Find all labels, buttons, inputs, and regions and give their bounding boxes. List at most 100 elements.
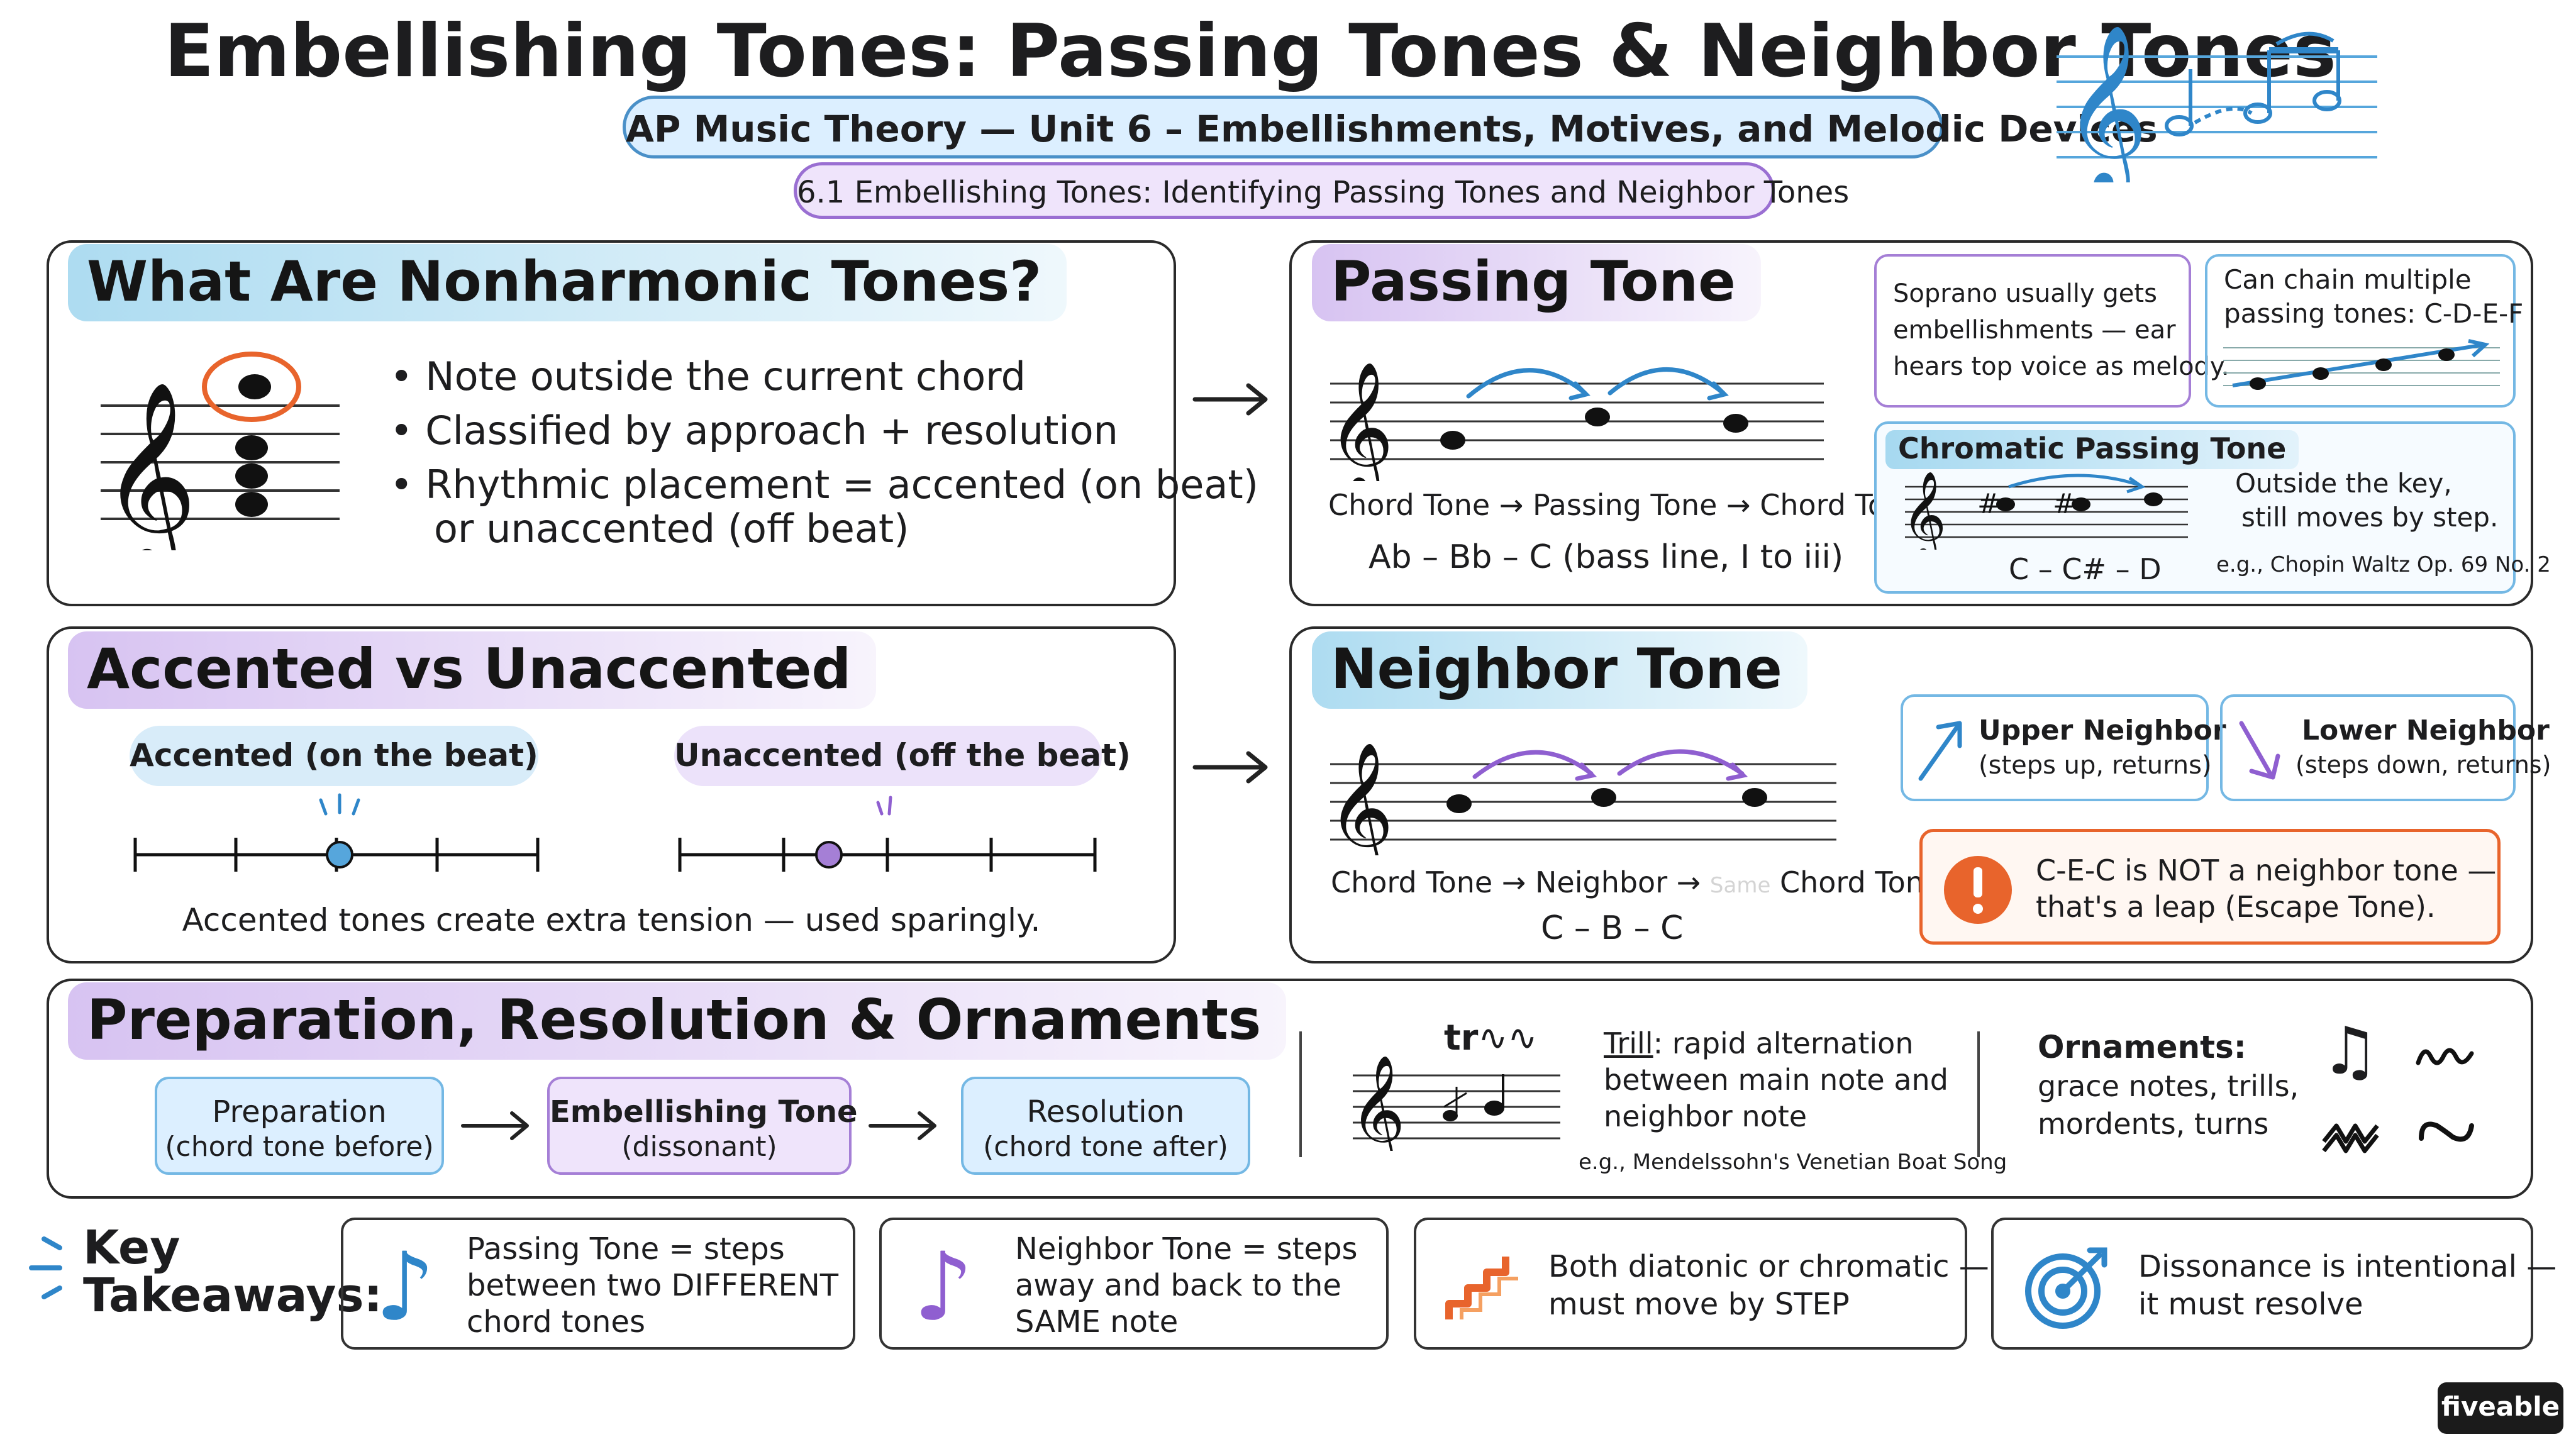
soprano-note-box: Soprano usually gets embellishments — ea…: [1874, 254, 2229, 408]
trill-mark: tr∿∿: [1444, 1018, 1538, 1058]
trill-example: e.g., Mendelssohn's Venetian Boat Song: [1579, 1150, 2007, 1175]
step-desc: (chord tone after): [983, 1131, 1228, 1163]
chain-line: Can chain multiple: [2224, 264, 2472, 295]
unaccented-label-pill: Unaccented (off the beat): [674, 726, 1131, 786]
upper-neighbor-desc: (steps up, returns): [1979, 751, 2212, 780]
bullet-item: • Classified by approach + resolution: [390, 408, 1118, 453]
neighbor-caption: Chord Tone → Neighbor → Same Chord Tone: [1331, 865, 1942, 899]
divider: [1299, 1031, 1302, 1157]
neighbor-heading: Neighbor Tone: [1312, 631, 1807, 709]
bullet-item: • Note outside the current chord: [390, 353, 1026, 399]
chromatic-desc: still moves by step.: [2241, 502, 2499, 533]
chain-line: passing tones: C-D-E-F: [2224, 298, 2524, 329]
arrow-up-right-icon: [1918, 721, 1962, 781]
takeaway-line: Both diatonic or chromatic —: [1548, 1249, 1989, 1284]
chromatic-label: Chromatic Passing Tone: [1885, 430, 2299, 469]
nonharmonic-heading: What Are Nonharmonic Tones?: [68, 244, 1067, 321]
stairs-icon: [1445, 1257, 1518, 1319]
eighth-notes-icon: ♫: [2321, 1013, 2380, 1089]
fiveable-logo: fiveable: [2438, 1382, 2563, 1434]
prep-panel: [47, 979, 2533, 1199]
trill-staff: 𝄞: [1350, 1055, 1560, 1151]
warning-card: C-E-C is NOT a neighbor tone — that's a …: [1919, 829, 2501, 945]
upper-neighbor-card: Upper Neighbor (steps up, returns): [1901, 694, 2226, 801]
lower-neighbor-title: Lower Neighbor: [2302, 714, 2550, 747]
step-title: Resolution: [1026, 1094, 1185, 1130]
soprano-line: embellishments — ear: [1893, 316, 2176, 345]
bullet-item: or unaccented (off beat): [434, 506, 909, 552]
step-desc: (chord tone before): [165, 1131, 434, 1163]
accented-beat-line: [133, 793, 540, 872]
arrow-right-icon: [869, 1111, 936, 1140]
takeaway-line: Passing Tone = steps: [467, 1231, 785, 1267]
lower-neighbor-card: Lower Neighbor (steps down, returns): [2220, 694, 2551, 801]
lower-neighbor-desc: (steps down, returns): [2296, 751, 2551, 779]
arrow-down-right-icon: [2239, 721, 2280, 780]
warning-line: C-E-C is NOT a neighbor tone —: [2036, 853, 2497, 887]
topic-pill: 6.1 Embellishing Tones: Identifying Pass…: [794, 162, 1850, 219]
step-title: Preparation: [212, 1094, 387, 1130]
treble-clef-notes-icon: 𝄞: [2057, 24, 2377, 182]
takeaway-line: Neighbor Tone = steps: [1015, 1231, 1358, 1267]
page-title: Embellishing Tones: Passing Tones & Neig…: [164, 9, 2336, 94]
exclamation-icon: [1944, 856, 2012, 924]
svg-text:𝄞: 𝄞: [1327, 361, 1394, 481]
topic-text: 6.1 Embellishing Tones: Identifying Pass…: [797, 175, 1850, 210]
chromatic-example: e.g., Chopin Waltz Op. 69 No. 2: [2216, 552, 2551, 577]
step-desc: (dissonant): [621, 1131, 777, 1163]
takeaway-card-resolve: Dissonance is intentional — it must reso…: [1991, 1218, 2557, 1350]
upper-neighbor-title: Upper Neighbor: [1979, 714, 2226, 747]
takeaway-line: Dissonance is intentional —: [2138, 1249, 2557, 1284]
passing-caption: Chord Tone → Passing Tone → Chord Tone: [1328, 488, 1922, 522]
passing-example: Ab – Bb – C (bass line, I to iii): [1368, 538, 1844, 576]
chromatic-notes: C – C# – D: [2009, 552, 2162, 586]
takeaways-label: Key Takeaways:: [83, 1221, 383, 1323]
subtitle-text: AP Music Theory — Unit 6 – Embellishment…: [626, 108, 2158, 150]
arrow-right-icon: [1192, 751, 1268, 784]
soprano-line: hears top voice as melody.: [1893, 352, 2229, 381]
svg-text:𝄞: 𝄞: [1350, 1055, 1406, 1151]
ornaments-title: Ornaments:: [2038, 1029, 2246, 1065]
takeaway-card-neighbor: ♪ Neighbor Tone = steps away and back to…: [879, 1218, 1389, 1350]
svg-text:𝄞: 𝄞: [2063, 24, 2148, 182]
divider: [1977, 1031, 1980, 1157]
ascending-notes-icon: [2223, 339, 2500, 390]
trill-ornament-icon: [2416, 1048, 2474, 1065]
svg-text:𝄞: 𝄞: [101, 380, 197, 550]
nonharmonic-bullets: • Note outside the current chord • Class…: [390, 350, 1258, 556]
prep-heading: Preparation, Resolution & Ornaments: [68, 982, 1287, 1060]
unaccented-beat-line: [678, 796, 1097, 872]
chain-note-box: Can chain multiple passing tones: C-D-E-…: [2205, 254, 2523, 408]
svg-text:𝄞: 𝄞: [1902, 471, 1946, 550]
prep-step-resolution: Resolution (chord tone after): [961, 1077, 1250, 1175]
takeaway-line: SAME note: [1015, 1304, 1179, 1340]
arrow-right-icon: [461, 1111, 529, 1140]
trill-wave-icon: ∿∿: [1478, 1018, 1538, 1058]
subtitle-pill: AP Music Theory — Unit 6 – Embellishment…: [623, 96, 2158, 158]
step-title: Embellishing Tone: [550, 1094, 858, 1130]
chromatic-desc: Outside the key,: [2235, 468, 2452, 499]
soprano-line: Soprano usually gets: [1893, 279, 2157, 308]
accented-heading: Accented vs Unaccented: [68, 631, 877, 709]
bullet-item: • Rhythmic placement = accented (on beat…: [390, 462, 1258, 508]
brand-text: fiveable: [2441, 1391, 2560, 1422]
takeaway-line: it must resolve: [2138, 1287, 2363, 1322]
chromatic-box: Chromatic Passing Tone 𝄞 # # C – C# – D …: [1874, 421, 2551, 594]
purple-note-icon: ♪: [913, 1233, 974, 1342]
unaccented-label: Unaccented (off the beat): [674, 737, 1131, 774]
accented-label: Accented (on the beat): [130, 737, 538, 774]
neighbor-caption-faded: Same: [1709, 873, 1771, 898]
takeaway-card-passing: ♪ Passing Tone = steps between two DIFFE…: [341, 1218, 855, 1350]
accented-caption: Accented tones create extra tension — us…: [182, 902, 1041, 938]
prep-step-embellishing: Embellishing Tone (dissonant): [547, 1077, 858, 1175]
chromatic-staff: 𝄞 # #: [1902, 471, 2188, 550]
trill-desc: Trill: rapid alternation between main no…: [1604, 1026, 1948, 1133]
passing-staff: 𝄞: [1327, 361, 1824, 481]
takeaway-line: chord tones: [467, 1304, 645, 1340]
passing-heading: Passing Tone: [1312, 244, 1761, 321]
target-icon: [2025, 1247, 2107, 1329]
sparkle-lines-icon: [29, 1236, 62, 1299]
neighbor-staff: 𝄞: [1327, 741, 1836, 855]
takeaway-card-step: Both diatonic or chromatic — must move b…: [1414, 1218, 1989, 1350]
svg-text:𝄞: 𝄞: [1327, 741, 1394, 855]
